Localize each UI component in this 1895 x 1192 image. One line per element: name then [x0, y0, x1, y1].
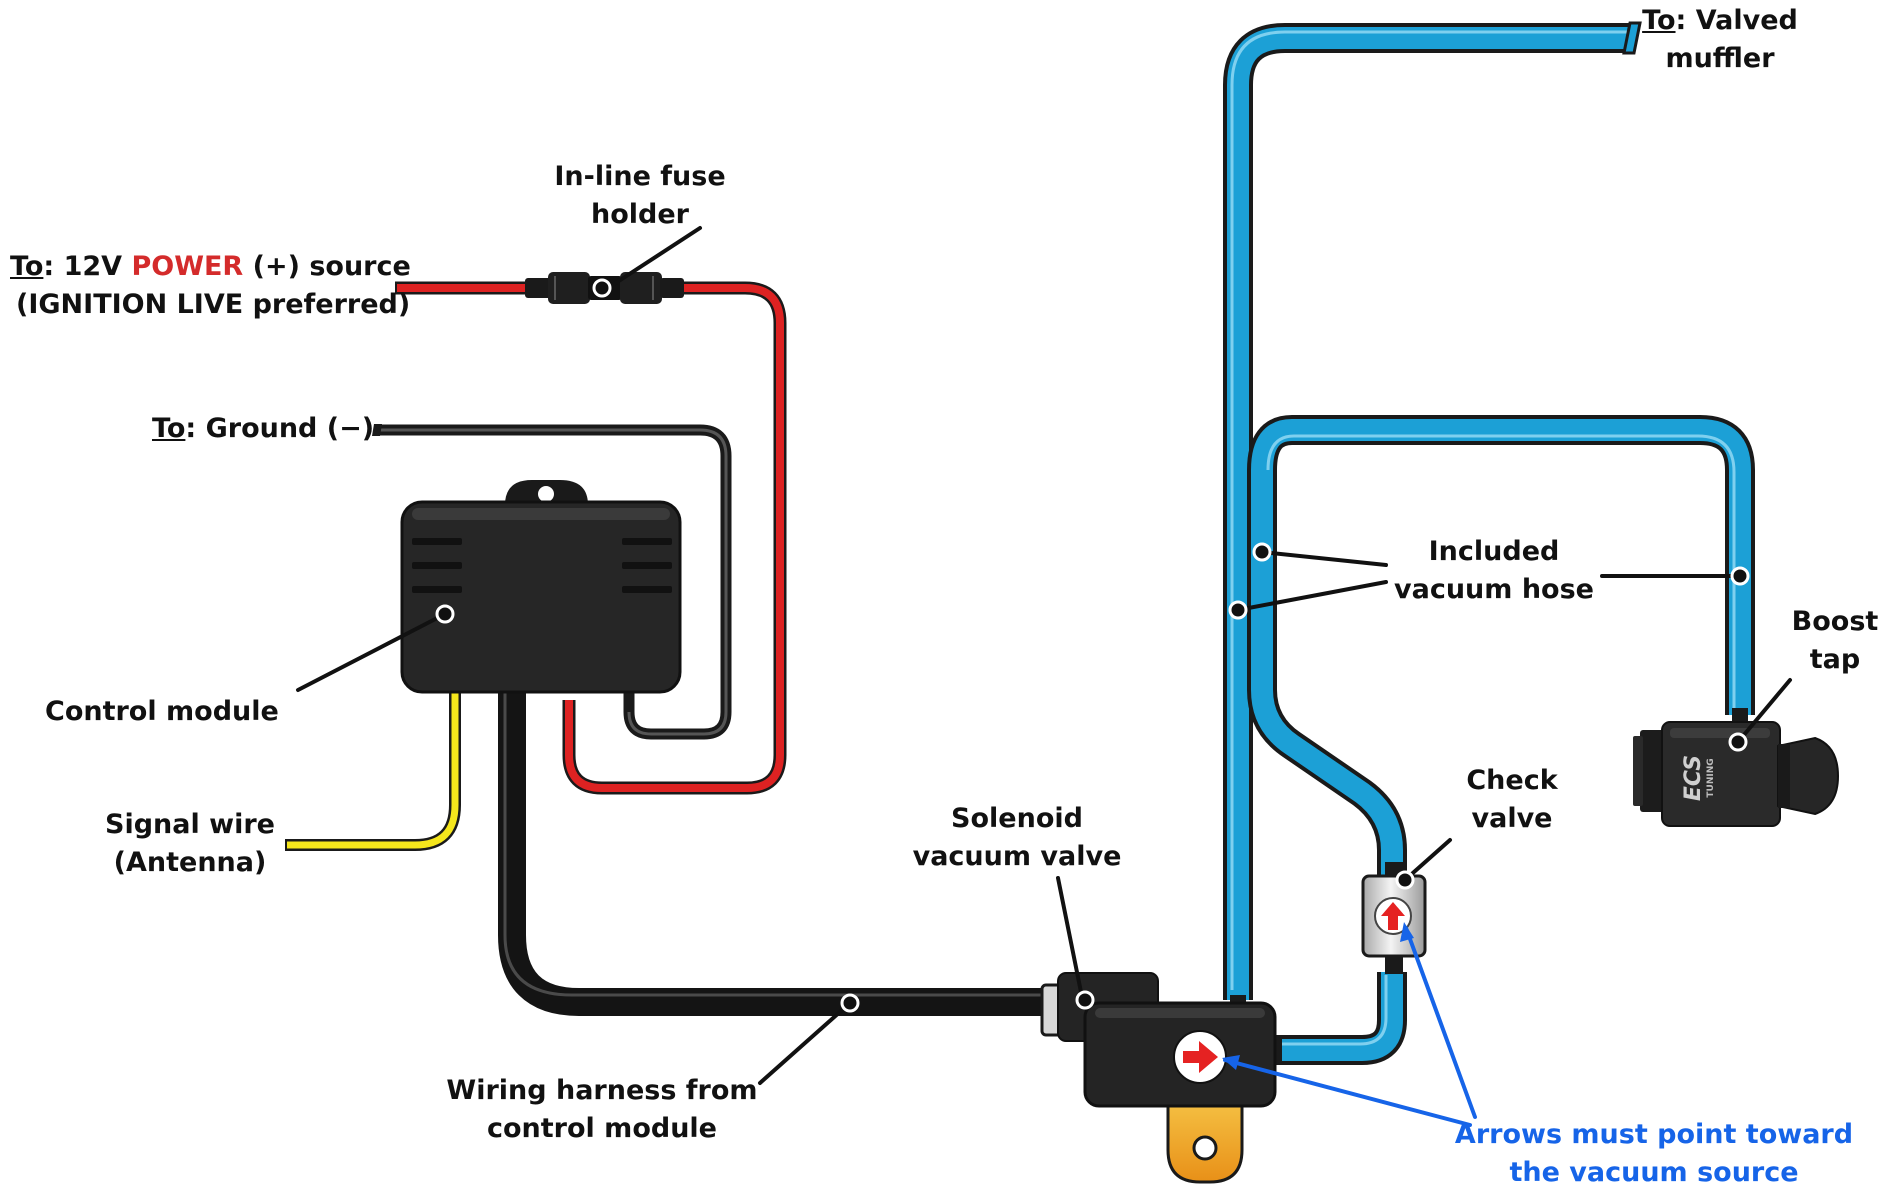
label-inline-fuse: In-line fuse holder [554, 161, 726, 230]
ecs-tuning-logo: ECS TUNING [1681, 755, 1716, 801]
leader-note-check [1404, 926, 1477, 1119]
label-boost-tap: Boost tap [1791, 606, 1879, 675]
leader-solenoid [1056, 876, 1084, 999]
leader-fuse [606, 226, 702, 290]
callout-lines [296, 226, 1792, 1085]
callout-dots [435, 278, 1750, 1013]
logo-text-small: TUNING [1706, 758, 1716, 797]
label-signal-wire: Signal wire (Antenna) [105, 809, 275, 878]
signal-wire [285, 688, 461, 851]
vacuum-hoses [1223, 21, 1755, 1065]
leader-hose-2 [1236, 580, 1388, 612]
label-solenoid: Solenoid vacuum valve [912, 803, 1122, 872]
label-wiring-harness: Wiring harness from control module [446, 1075, 758, 1144]
boost-tap: ECS TUNING [1633, 708, 1840, 827]
label-ground: To: Ground (−) [152, 413, 375, 444]
arrow-note-lines [1223, 926, 1477, 1127]
logo-text-big: ECS [1681, 755, 1706, 801]
control-module [400, 480, 682, 694]
leader-control-module [296, 612, 447, 692]
hose-to-muffler-fill [1227, 27, 1635, 1000]
solenoid-vacuum-valve [1040, 972, 1282, 1184]
leader-boost-tap [1736, 678, 1792, 744]
leader-harness [758, 1001, 852, 1085]
leader-check-valve [1403, 838, 1452, 882]
note-arrowheads [1222, 922, 1414, 1070]
label-arrows-note: Arrows must point toward the vacuum sour… [1454, 1119, 1854, 1188]
hose-to-muffler [1223, 23, 1635, 1000]
label-valved-muffler: To: Valved muffler [1642, 5, 1798, 74]
label-control-module: Control module [45, 696, 279, 727]
label-vacuum-hose: Included vacuum hose [1394, 536, 1594, 605]
wires [285, 281, 1048, 1016]
leader-hose-1 [1260, 550, 1388, 567]
label-check-valve: Check valve [1466, 765, 1558, 834]
leader-note-solenoid [1223, 1058, 1472, 1127]
label-power-source: To: 12V POWER (+) source (IGNITION LIVE … [10, 251, 411, 320]
